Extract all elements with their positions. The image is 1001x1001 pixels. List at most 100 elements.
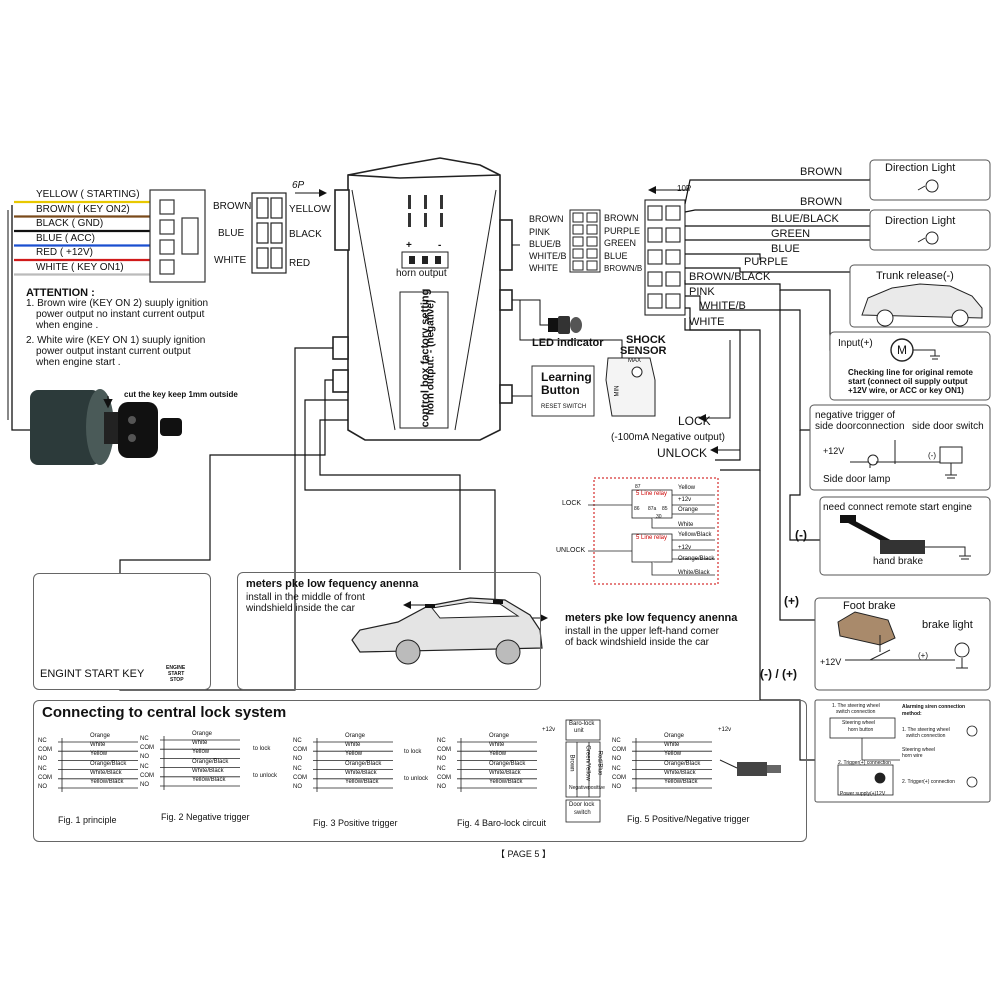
wire-label-10: WHITE [689, 316, 725, 328]
fig5-plus12: +12v [718, 727, 732, 733]
learning-title-1: Learning [541, 370, 592, 384]
siren-l1: 1. The steering wheel [832, 703, 880, 709]
antenna2-l1: install in the upper left-hand corner [565, 626, 719, 637]
relay-lock-w4: White [678, 522, 694, 528]
ignition-cylinder [30, 389, 182, 465]
fig1-pin-6: NO [38, 784, 47, 790]
fig5-pin-4: NC [612, 765, 621, 772]
fig5-wire-5: White/Black [664, 769, 696, 776]
siren-horn-btn-2: horn button [848, 727, 874, 733]
relay-frame [593, 477, 719, 585]
key-note: cut the key keep 1mm outside [124, 390, 238, 399]
conn-6p-right-3: RED [289, 258, 311, 269]
engine-key-label: ENGINT START KEY [40, 668, 145, 680]
door-minus: (-) [928, 451, 936, 460]
check-note-1: Checking line for original remote [848, 368, 973, 377]
door-lock-1: Door lock [569, 802, 595, 808]
fig5-wire-3: Yellow [664, 751, 682, 758]
door-switch: side door switch [912, 421, 984, 432]
relay-lock-label: LOCK [562, 500, 582, 507]
conn-10p-left-3: BLUE/B [529, 239, 562, 249]
led-label: LED indicator [532, 337, 604, 349]
door-12v: +12V [823, 446, 845, 456]
fig1-wire-6: Yellow/Black [90, 779, 124, 785]
fig4-wire-2: White [489, 742, 505, 749]
relay-lock [588, 489, 715, 576]
conn-10p-right-3: GREEN [604, 238, 637, 248]
fig3-pin-2: COM [293, 747, 307, 754]
relay-unlock-w2: +12v [678, 545, 692, 551]
fig3-wire-5: White/Black [345, 769, 377, 776]
fig-5: Fig. 5 Positive/Negative trigger [627, 814, 750, 824]
conn-10p-right-1: BROWN [604, 213, 639, 223]
fig2-wire-6: Yellow/Black [192, 777, 226, 783]
door-title-2: side doorconnection [815, 421, 905, 432]
lock-output-note: (-100mA Negative output) [611, 432, 725, 443]
fig2-pin-5: COM [140, 772, 154, 779]
fig4-pin-5: COM [437, 774, 451, 781]
foot-brake: Foot brake [843, 600, 896, 612]
siren-title-2: method: [902, 711, 922, 717]
siren-horn-btn-1: Steering wheel [842, 720, 876, 726]
engine-btn-3: STOP [170, 677, 184, 683]
siren-diagram [829, 717, 978, 796]
fig3-pin-1: NC [293, 738, 302, 744]
harness-label-1: YELLOW ( STARTING) [36, 189, 140, 200]
trunk-car [861, 283, 983, 327]
fig2-wire-2: White [192, 740, 208, 747]
horn-plug [401, 251, 449, 269]
attention-note-1a: 1. Brown wire (KEY ON 2) suuply ignition [26, 298, 209, 309]
fig4-pin-1: NC [437, 738, 446, 744]
conn-10p-left-4: WHITE/B [529, 251, 567, 261]
antenna1-l1: install in the middle of front [246, 592, 365, 603]
fig3-to-lock: to lock [404, 749, 422, 755]
learning-title-2: Button [541, 383, 580, 397]
fig2-wire-1: Orange [192, 731, 213, 737]
conn-10p-left-5: WHITE [529, 263, 558, 273]
factory-label-2: horn output: - (negative) [425, 299, 437, 416]
conn-6p-right-2: BLACK [289, 229, 322, 240]
antenna2-title: meters pke low fequency anenna [565, 612, 738, 624]
attention-note-2b: power output instant current output [36, 346, 191, 357]
siren-l2: 2. Trigger(+) connection [838, 760, 891, 766]
left-harness-wires [14, 200, 150, 276]
attention-note-1c: when engine . [36, 320, 99, 331]
conn-10p-right-5: BROWN/B [604, 264, 643, 273]
attention-note-2a: 2. White wire (KEY ON 1) suuply ignition [26, 335, 206, 346]
wire-label-1: BROWN [800, 166, 843, 178]
fig4-pin-2: COM [437, 747, 451, 754]
foot-12v: +12V [820, 657, 842, 667]
brake-minus: (-) [795, 528, 807, 542]
brake-title: need connect remote start engine [823, 502, 972, 513]
fig5-wire-6: Yellow/Black [664, 779, 698, 785]
fig3-wire-1: Orange [345, 733, 366, 739]
fig2-to-unlock: to unlock [253, 773, 278, 779]
fig2-wire-4: Orange/Black [192, 758, 229, 765]
fig4-wire-3: Yellow [489, 751, 507, 758]
check-note-3: +12V wire, or ACC or key ON1) [848, 386, 964, 395]
led-icon [512, 299, 582, 334]
central-lock-panel [33, 700, 807, 842]
fig4-wire-5: White/Black [489, 769, 521, 776]
conn-10p-right-4: BLUE [604, 251, 628, 261]
fig4-plus12: +12v [542, 727, 556, 733]
plus-minus-label: (-) / (+) [760, 667, 797, 681]
attention-title: ATTENTION : [26, 287, 95, 299]
fig2-wire-5: White/Black [192, 767, 224, 774]
hand-brake: hand brake [873, 556, 924, 567]
siren-r2: 2. Trigger(+) connection [902, 779, 955, 785]
left-connector [149, 189, 206, 283]
central-lock-figures [58, 736, 712, 792]
fig2-pin-1: NC [140, 736, 149, 742]
wire-label-8: PINK [689, 286, 715, 298]
conn-10p-tag: 10P [677, 184, 692, 193]
shock-sensor-icon [512, 299, 656, 417]
relay-lock-w1: Yellow [678, 485, 696, 491]
fig2-pin-4: NC [140, 763, 149, 770]
fig4-pin-6: NO [437, 784, 446, 790]
fig1-pin-2: COM [38, 747, 52, 754]
motor-icon [890, 338, 940, 362]
conn-6p-right-1: YELLOW [289, 204, 331, 215]
door-circuit [850, 440, 963, 479]
